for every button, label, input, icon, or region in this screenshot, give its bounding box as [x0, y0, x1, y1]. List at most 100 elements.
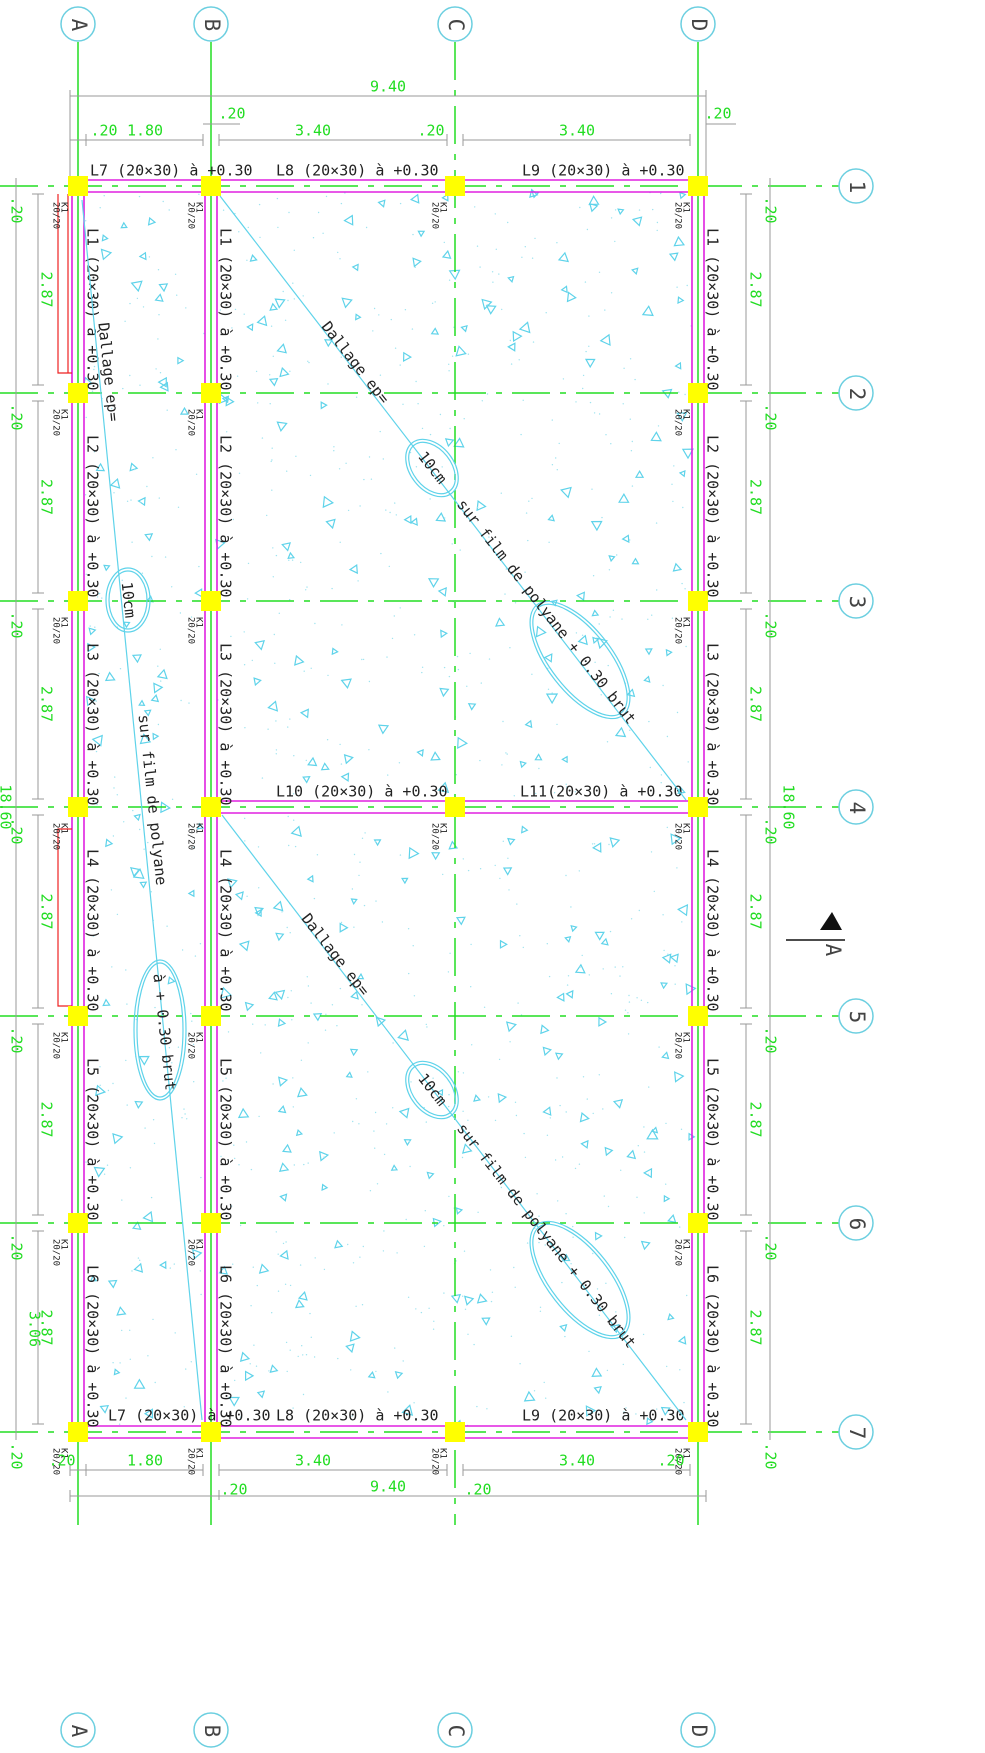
hatch-dot — [183, 1406, 185, 1408]
hatch-triangle — [294, 654, 305, 666]
hatch-triangle — [540, 1024, 550, 1035]
column-b6 — [201, 1213, 221, 1233]
hatch-dot — [607, 1205, 610, 1208]
hatch-triangle — [473, 1094, 482, 1102]
hatch-dot — [500, 492, 502, 494]
dim-col-bot-b: .20 — [220, 1481, 247, 1499]
hatch-dot — [234, 1379, 236, 1382]
grid-bubble-label: 5 — [845, 1011, 869, 1024]
dim-bay-cd-bot: 3.40 — [559, 1452, 595, 1470]
hatch-triangle — [345, 1343, 355, 1354]
hatch-dot — [301, 1345, 303, 1347]
hatch-dot — [509, 1041, 511, 1043]
hatch-dot — [464, 1308, 467, 1311]
hatch-dot — [339, 987, 342, 990]
hatch-triangle — [99, 1404, 110, 1414]
hatch-dot — [293, 755, 295, 757]
hatch-triangle — [307, 756, 318, 767]
hatch-dot — [350, 1369, 352, 1371]
column-size: 20/20 — [430, 823, 440, 850]
hatch-triangle — [139, 733, 152, 745]
hatch-dot — [114, 776, 116, 778]
column-size: 20/20 — [51, 409, 61, 436]
hatch-dot — [524, 571, 526, 573]
hatch-triangle — [435, 512, 447, 522]
hatch-dot — [442, 873, 444, 876]
hatch-triangle — [95, 1084, 107, 1097]
hatch-triangle — [343, 754, 354, 765]
hatch-dot — [643, 1212, 645, 1214]
hatch-dot — [409, 1165, 411, 1168]
grid-bubble-a-top — [60, 6, 96, 42]
dim-bay-bc-bot: 3.40 — [295, 1452, 331, 1470]
hatch-dot — [678, 391, 680, 393]
hatch-triangle — [543, 653, 553, 663]
hatch-dot — [291, 559, 294, 561]
hatch-dot — [140, 735, 142, 737]
hatch-dot — [93, 451, 96, 453]
dim-total-width-top: 9.40 — [370, 78, 406, 96]
hatch-dot — [650, 851, 653, 853]
hatch-dot — [415, 1308, 417, 1310]
hatch-dot — [545, 312, 547, 314]
column-b5 — [201, 1006, 221, 1026]
hatch-dot — [373, 1130, 375, 1132]
hatch-dot — [159, 372, 162, 374]
hatch-dot — [234, 308, 237, 311]
dim-bay-3-06: 3.06 — [26, 1311, 44, 1347]
grid-bubble-4 — [838, 789, 874, 825]
hatch-dot — [147, 841, 149, 844]
hatch-dot — [687, 761, 689, 763]
hatch-triangle — [279, 1249, 289, 1260]
hatch-dot — [152, 1318, 154, 1321]
hatch-dot — [558, 442, 560, 445]
hatch-dot — [410, 1081, 412, 1083]
hatch-dot — [605, 792, 607, 794]
column-size: 20/20 — [673, 617, 683, 644]
hatch-dot — [95, 750, 98, 753]
hatch-triangle — [272, 900, 284, 912]
hatch-dot — [649, 766, 651, 769]
beam-label-l2-b: L2 (20×30) à +0.30 — [217, 435, 235, 598]
hatch-dot — [339, 743, 341, 746]
hatch-dot — [447, 971, 450, 973]
hatch-dot — [305, 1354, 308, 1356]
column-size: 20/20 — [51, 1239, 61, 1266]
hatch-triangle — [331, 647, 339, 656]
hatch-triangle — [143, 709, 152, 717]
hatch-dot — [260, 1052, 262, 1054]
column-b2 — [201, 383, 221, 403]
hatch-dot — [325, 1013, 327, 1015]
hatch-dot — [345, 462, 347, 464]
hatch-dot — [510, 1335, 513, 1338]
beam-label-l7-top: L7 (20×30) à +0.30 — [90, 162, 253, 180]
hatch-dot — [651, 614, 653, 616]
hatch-dot — [258, 203, 261, 206]
hatch-dot — [126, 1003, 128, 1005]
hatch-dot — [448, 279, 451, 281]
hatch-dot — [294, 845, 297, 848]
hatch-dot — [606, 1369, 609, 1372]
hatch-dot — [199, 1270, 201, 1272]
hatch-triangle — [254, 906, 265, 916]
hatch-dot — [303, 670, 305, 672]
hatch-dot — [467, 869, 470, 872]
hatch-dot — [111, 407, 113, 410]
hatch-dot — [539, 1306, 542, 1309]
hatch-triangle — [417, 230, 426, 238]
hatch-dot — [134, 468, 136, 471]
slab-oval-thickness-upper-inner — [408, 441, 456, 495]
hatch-dot — [444, 517, 446, 519]
hatch-triangle — [187, 889, 195, 898]
hatch-dot — [288, 211, 290, 214]
hatch-dot — [131, 541, 133, 543]
hatch-dot — [150, 891, 152, 893]
hatch-dot — [99, 1066, 101, 1068]
hatch-dot — [230, 1205, 233, 1207]
hatch-dot — [588, 345, 590, 347]
hatch-triangle — [461, 1143, 473, 1154]
hatch-triangle — [529, 188, 539, 198]
hatch-dot — [598, 1314, 601, 1317]
hatch-dot — [101, 597, 103, 599]
